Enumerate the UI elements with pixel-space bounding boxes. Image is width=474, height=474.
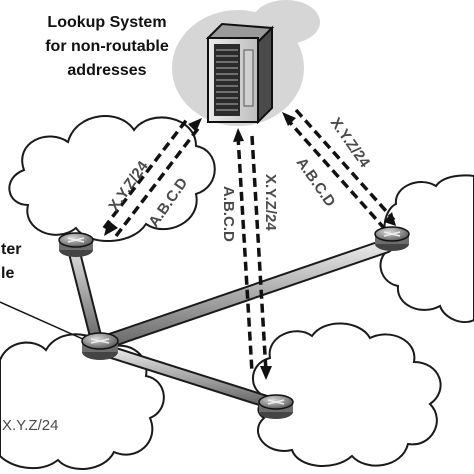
router-top-left <box>58 232 94 257</box>
lookup-arrows <box>102 108 396 373</box>
label-center-reply: A.B.C.D <box>220 186 237 242</box>
arrow-left-request <box>114 124 202 238</box>
arrow-right-reply <box>294 108 396 222</box>
lookup-system-title: Lookup System for non-routable addresses <box>45 14 169 79</box>
server-rack-icon <box>205 22 275 125</box>
cloud-top-left <box>8 115 216 242</box>
label-right-reply: A.B.C.D <box>293 155 339 211</box>
link-pipes <box>65 236 394 409</box>
arrow-right-request <box>284 116 386 230</box>
router-center <box>81 332 119 360</box>
lookup-title-line-2: for non-routable <box>45 38 169 55</box>
cloud-bottom-left-prefix: X.Y.Z/24 <box>2 417 58 434</box>
lookup-title-line-1: Lookup System <box>47 14 166 31</box>
router-right <box>374 226 410 251</box>
arrow-center-reply <box>250 135 268 373</box>
cloud-bottom-left <box>0 333 165 471</box>
router-bottom-center <box>258 394 294 419</box>
arrow-center-request <box>236 135 254 373</box>
label-right-request: X.Y.Z/24 <box>327 115 374 172</box>
cloud-bottom-center <box>252 322 442 468</box>
lookup-title-line-3: addresses <box>67 62 146 79</box>
label-pointer-line <box>0 301 95 345</box>
router-label-partial-2: le <box>1 265 14 282</box>
arrow-left-reply <box>102 116 190 230</box>
label-center-request: X.Y.Z/24 <box>262 174 279 231</box>
router-label-partial-1: ter <box>1 241 21 258</box>
arrow-heads <box>104 112 396 380</box>
